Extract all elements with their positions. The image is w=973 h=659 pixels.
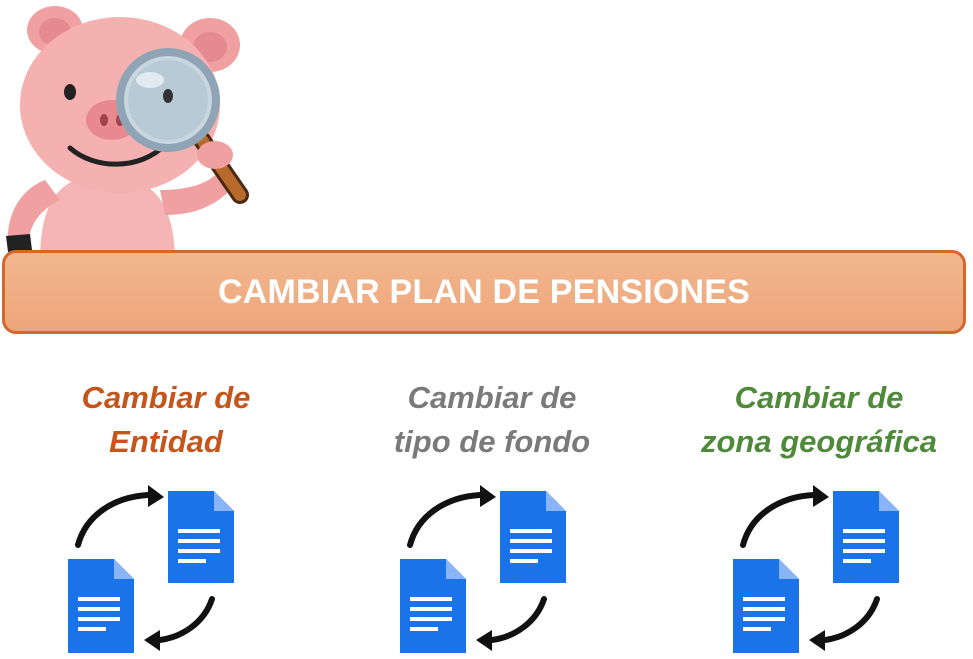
option-label: Cambiar de tipo de fondo [342,376,642,464]
document-swap-icon [68,485,234,653]
banner-title: CAMBIAR PLAN DE PENSIONES [217,272,751,311]
option-label-line1: Cambiar de [734,380,904,415]
option-tipo-fondo: Cambiar de tipo de fondo [342,376,642,464]
option-label-line2: Entidad [109,424,223,459]
option-label: Cambiar de Entidad [16,376,316,464]
document-swap-icon [400,485,566,653]
option-label-line1: Cambiar de [81,380,251,415]
title-banner: CAMBIAR PLAN DE PENSIONES [2,250,966,334]
option-zona-geografica: Cambiar de zona geográfica [669,376,969,464]
option-label-line1: Cambiar de [407,380,577,415]
option-label: Cambiar de zona geográfica [669,376,969,464]
document-swap-icon [733,485,899,653]
pig-mascot-icon [6,6,249,262]
option-label-line2: zona geográfica [701,424,937,459]
option-entidad: Cambiar de Entidad [16,376,316,464]
option-label-line2: tipo de fondo [393,424,591,459]
